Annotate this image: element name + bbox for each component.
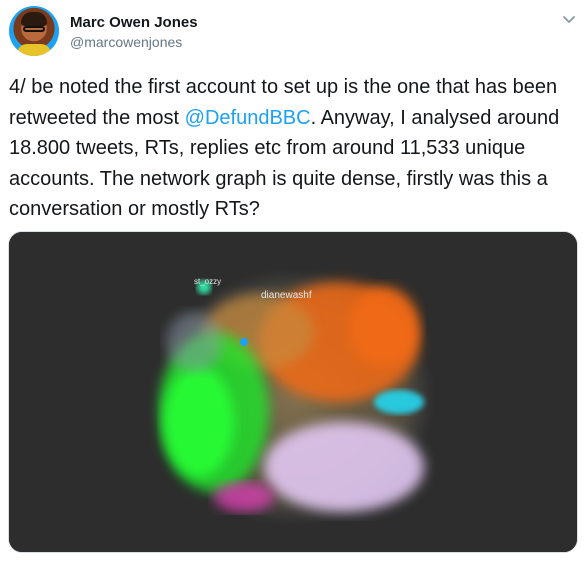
tweet-text: 4/ be noted the first account to set up … xyxy=(9,76,560,220)
avatar[interactable] xyxy=(9,6,59,56)
author-handle[interactable]: @marcowenjones xyxy=(70,34,183,50)
node-label-top-left: st_ozzy xyxy=(194,277,221,286)
chevron-down-icon[interactable] xyxy=(562,12,576,26)
author-name[interactable]: Marc Owen Jones xyxy=(70,14,198,31)
node-label-center: dianewashf xyxy=(261,290,312,301)
mention-link[interactable]: @DefundBBC xyxy=(184,106,311,129)
network-graph-image[interactable]: st_ozzy dianewashf xyxy=(8,231,578,553)
network-graph: st_ozzy dianewashf xyxy=(9,232,577,552)
